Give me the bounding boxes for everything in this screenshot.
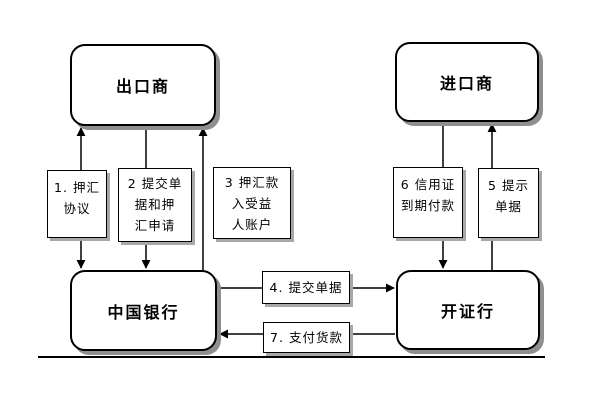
step-7-text: 7. 支付货款 [270, 330, 343, 345]
node-exporter-label: 出口商 [115, 77, 170, 96]
step-box-3: 3 押汇款 入受益 人账户 [213, 167, 291, 239]
step-6-text: 到期付款 [400, 198, 455, 213]
step-2-text: 据和押 [134, 197, 176, 212]
step-1-text: 协议 [63, 201, 91, 216]
step-box-4: 4. 提交单据 [262, 271, 350, 304]
node-issuing-bank: 开证行 [396, 270, 540, 350]
step-3-text: 人账户 [231, 217, 273, 232]
node-importer-label: 进口商 [439, 74, 494, 93]
step-box-7: 7. 支付货款 [263, 322, 350, 353]
step-5-text: 5 提示 [488, 178, 529, 193]
node-issuing-bank-label: 开证行 [440, 302, 495, 321]
step-3-text: 3 押汇款 [224, 175, 280, 190]
step-box-1: 1. 押汇 协议 [47, 170, 107, 238]
node-bank-of-china-label: 中国银行 [107, 302, 180, 322]
step-6-text: 6 信用证 [400, 177, 456, 192]
node-bank-of-china: 中国银行 [70, 270, 217, 351]
step-5-text: 单据 [494, 199, 522, 214]
node-exporter: 出口商 [70, 44, 216, 126]
step-3-text: 入受益 [231, 196, 273, 211]
node-importer: 进口商 [395, 42, 539, 122]
step-4-text: 4. 提交单据 [269, 280, 343, 295]
step-2-text: 2 提交单 [127, 176, 183, 191]
step-2-text: 汇申请 [134, 218, 176, 233]
step-box-2: 2 提交单 据和押 汇申请 [118, 168, 192, 242]
step-1-text: 1. 押汇 [54, 180, 100, 195]
step-box-5: 5 提示 单据 [478, 168, 539, 238]
step-box-6: 6 信用证 到期付款 [393, 167, 463, 238]
